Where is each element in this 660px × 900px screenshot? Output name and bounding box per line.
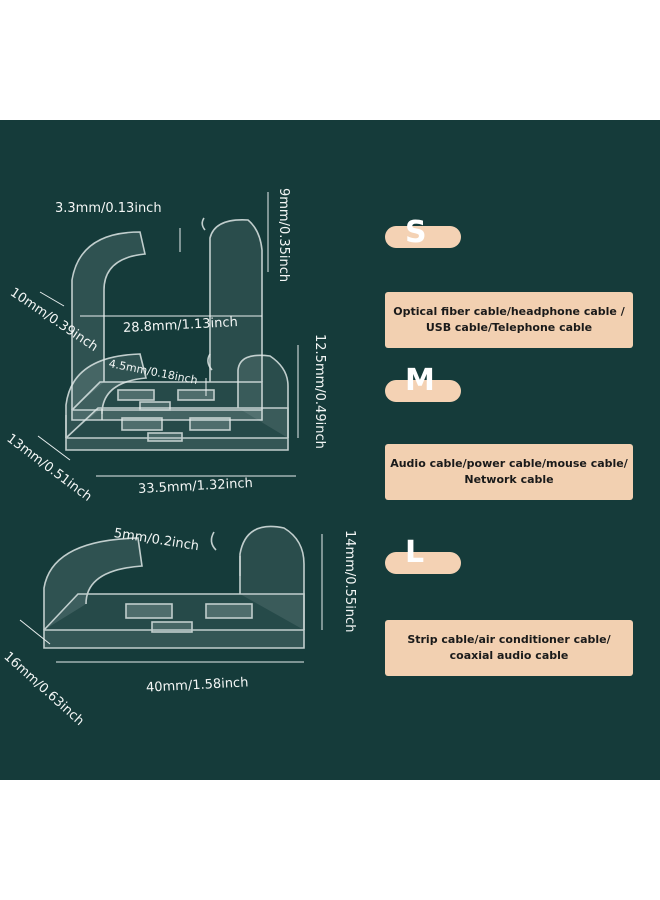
size-m-cable-line-2: Network cable <box>464 473 554 486</box>
clip-l-illustration <box>19 525 323 663</box>
size-m-cable-line-1: Audio cable/power cable/mouse cable/ <box>390 457 628 470</box>
size-l-letter: L <box>405 535 425 570</box>
size-l-cable-line-1: Strip cable/air conditioner cable/ <box>407 633 611 646</box>
clip-l-height-label: 14mm/0.55inch <box>342 530 357 633</box>
clip-s-height-label: 9mm/0.35inch <box>276 188 291 283</box>
size-s-cable-description: Optical fiber cable/headphone cable / US… <box>385 292 633 348</box>
size-m-letter: M <box>405 363 435 398</box>
size-s-cable-line-2: USB cable/Telephone cable <box>425 321 593 334</box>
size-m-cable-description: Audio cable/power cable/mouse cable/ Net… <box>385 444 633 500</box>
size-m-badge <box>385 380 461 402</box>
size-l-cable-line-2: coaxial audio cable <box>449 649 569 662</box>
product-panel: 3.3mm/0.13inch 9mm/0.35inch 10mm/0.39inc… <box>0 120 660 780</box>
size-s-letter: S <box>405 215 427 250</box>
size-l-badge <box>385 552 461 574</box>
clip-m-height-label: 12.5mm/0.49inch <box>312 334 327 449</box>
size-l-cable-description: Strip cable/air conditioner cable/ coaxi… <box>385 620 633 676</box>
clip-s-gap-label: 3.3mm/0.13inch <box>55 201 162 216</box>
size-s-cable-line-1: Optical fiber cable/headphone cable / <box>393 305 625 318</box>
size-s-badge <box>385 226 461 248</box>
clip-m-illustration <box>37 345 299 477</box>
